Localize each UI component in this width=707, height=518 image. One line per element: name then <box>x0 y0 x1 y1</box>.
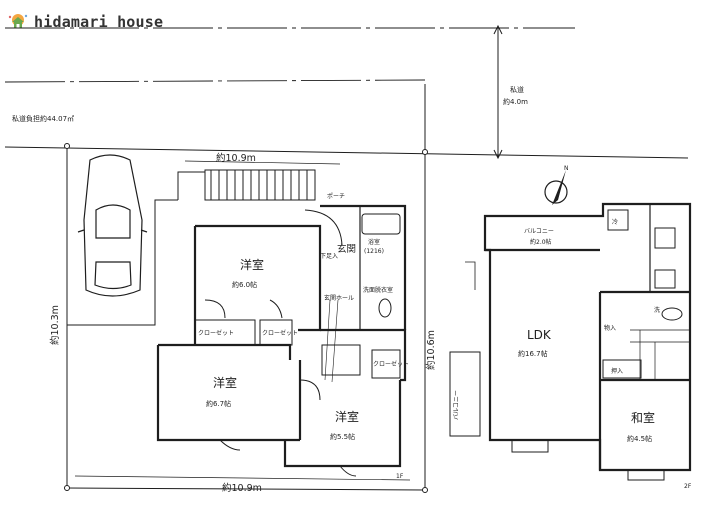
closet-1-label: クローゼット <box>198 329 234 337</box>
room-1f-a-name: 洋室 <box>240 257 264 272</box>
width-top: 約10.9m <box>216 152 256 164</box>
balcony-label: バルコニー <box>524 228 554 235</box>
fridge-label: 冷 <box>612 218 618 226</box>
compass-icon: N <box>544 165 569 205</box>
balcony-side-label: バルコニー <box>453 390 460 420</box>
site-lines <box>4 24 689 160</box>
road-width: 約4.0m <box>503 97 528 106</box>
compass-label: N <box>564 165 569 172</box>
wash-label: 洗 <box>654 306 660 314</box>
storage-label: 物入 <box>604 324 616 332</box>
room-1f-c-name: 洋室 <box>335 409 359 424</box>
width-bottom: 約10.9m <box>222 482 262 494</box>
car-icon <box>77 154 148 297</box>
room-1f-c-size: 約5.5帖 <box>330 432 355 441</box>
closet-3-label: クローゼット <box>373 360 409 368</box>
washroom-label: 洗面脱衣室 <box>363 286 393 294</box>
bath-size: (1216) <box>364 248 384 255</box>
depth-left: 約10.3m <box>49 305 61 345</box>
room-washitsu-name: 和室 <box>631 410 655 425</box>
floor2-level: 2F <box>684 483 692 490</box>
porch-label: ポーチ <box>327 192 345 200</box>
hall-label: 玄関ホール <box>324 294 354 302</box>
shoebox-label: 下足入 <box>320 253 338 260</box>
road-title: 私道 <box>510 85 524 94</box>
oshiire-label: 押入 <box>611 367 623 375</box>
brand-name: hidamari house <box>34 13 164 31</box>
room-1f-b-name: 洋室 <box>213 375 237 390</box>
room-washitsu-size: 約4.5帖 <box>627 434 652 443</box>
room-1f-b-size: 約6.7帖 <box>206 399 231 408</box>
room-ldk-size: 約16.7帖 <box>518 349 548 358</box>
closet-2-label: クローゼット <box>262 329 298 337</box>
room-1f-a-size: 約6.0帖 <box>232 280 257 289</box>
balcony-size: 約2.0帖 <box>530 238 552 246</box>
brand: hidamari house <box>8 13 163 31</box>
bath-label: 浴室 <box>368 238 380 246</box>
house-icon <box>8 14 28 28</box>
entrance-label: 玄関 <box>337 243 356 255</box>
floor1-details <box>177 169 401 477</box>
road-area: 私道負担約44.07㎡ <box>12 114 74 123</box>
depth-right: 約10.6m <box>425 330 437 370</box>
floor1-level: 1F <box>396 473 404 480</box>
floor2-details <box>449 209 690 481</box>
floor2-walls <box>483 202 692 472</box>
site-boundary <box>64 143 428 493</box>
room-ldk-name: LDK <box>527 328 552 342</box>
